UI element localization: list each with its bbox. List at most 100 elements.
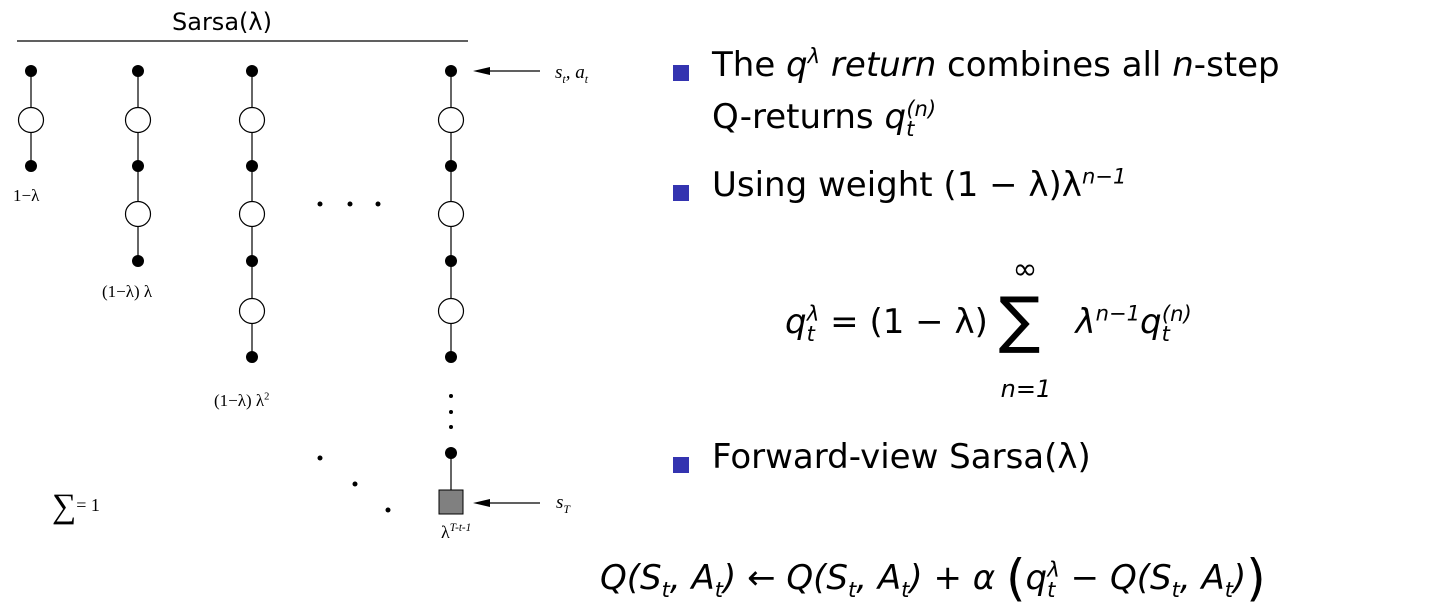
text: Q-returns — [712, 97, 885, 137]
sT-label: s — [556, 492, 564, 513]
diagonal-ellipsis-dot — [385, 507, 391, 513]
s-label: s — [555, 62, 563, 83]
weight-label-terminal: λT-t-1 — [441, 522, 471, 543]
n-sup: (n) — [906, 95, 937, 121]
sum-upper: ∞ — [1012, 252, 1038, 287]
bullet-1-line-1: The qλ return combines all n-step — [712, 45, 1280, 85]
t-sub: t — [806, 320, 815, 346]
text: ) — [1232, 558, 1247, 598]
action-node — [246, 351, 258, 363]
state-node — [238, 297, 266, 325]
text: − Q(S — [1059, 558, 1172, 598]
vertical-ellipsis-dot — [449, 425, 453, 429]
sum-lower: n=1 — [1000, 375, 1052, 403]
q-symbol: q — [1140, 302, 1162, 342]
text: Using weight (1 − λ)λ — [712, 165, 1082, 205]
bullet-marker-3 — [673, 457, 689, 473]
action-node — [445, 65, 457, 77]
text: -step — [1193, 45, 1280, 85]
big-paren-open: ( — [1006, 549, 1026, 607]
lambda: λ — [1075, 302, 1096, 342]
q-symbol: q — [785, 302, 807, 342]
state-node — [124, 200, 152, 228]
text: , A — [856, 558, 902, 598]
weight-label-1: 1−λ — [13, 186, 40, 205]
lambda-sup: λ — [806, 300, 820, 326]
t-sub: t — [1161, 320, 1170, 346]
terminal-state-box — [438, 489, 464, 515]
bullet-marker-1 — [673, 65, 689, 81]
sum-equals-one: ∑= 1 — [52, 488, 100, 526]
weight-label-terminal-exp: T-t-1 — [449, 522, 472, 534]
state-node — [238, 106, 266, 134]
lambda-return-formula: qtλ = (1 − λ) ∞ ∑ n=1 λn−1qt(n) — [785, 255, 1192, 402]
bullet-1-line-2: Q-returns qt(n) — [712, 97, 936, 139]
exponent: n−1 — [1081, 163, 1127, 189]
action-node — [445, 351, 457, 363]
q-symbol: q — [786, 45, 808, 85]
diagonal-ellipsis-dot — [317, 455, 323, 461]
ellipsis-dot — [375, 201, 381, 207]
state-node — [437, 106, 465, 134]
text: The — [712, 45, 787, 85]
action-node — [445, 255, 457, 267]
n-sup: (n) — [1161, 300, 1192, 326]
action-node — [25, 65, 37, 77]
a-label: a — [575, 62, 585, 83]
weight-label-terminal-base: λ — [441, 522, 450, 542]
state-node — [17, 106, 45, 134]
lambda-sup: λ — [807, 43, 821, 69]
weight-label-3-base: (1−λ) λ — [214, 391, 265, 410]
sub: t — [848, 576, 857, 602]
t-sub: t — [906, 115, 915, 141]
q-symbol: q — [884, 97, 907, 137]
sub: t — [1171, 576, 1180, 602]
arrow-head-icon — [473, 499, 490, 507]
action-node — [246, 160, 258, 172]
diagonal-ellipsis-dot — [352, 481, 358, 487]
lambda-sup: λ — [1047, 556, 1060, 582]
q-symbol: q — [1025, 558, 1048, 598]
action-node — [445, 160, 457, 172]
text: Q(S — [600, 558, 662, 598]
action-node — [25, 160, 37, 172]
weight-label-3-exp: 2 — [264, 391, 270, 403]
action-node — [132, 65, 144, 77]
action-node — [132, 255, 144, 267]
summation: ∞ ∑ n=1 — [999, 255, 1065, 402]
sum-value: = 1 — [76, 495, 100, 515]
start-state-action-label: st, at — [555, 62, 588, 86]
bullet-3: Forward-view Sarsa(λ) — [712, 437, 1091, 477]
sub: t — [901, 576, 910, 602]
text: combines all — [936, 45, 1173, 85]
action-node — [445, 447, 457, 459]
action-node — [246, 65, 258, 77]
text: = (1 − λ) — [819, 302, 988, 342]
state-node — [124, 106, 152, 134]
big-paren-close: ) — [1246, 549, 1266, 607]
arrow-head-icon — [473, 67, 490, 75]
vertical-ellipsis-dot — [449, 410, 453, 414]
ellipsis-dot — [317, 201, 323, 207]
action-node — [132, 160, 144, 172]
sub: t — [1224, 576, 1233, 602]
n-symbol: n — [1172, 45, 1194, 85]
text: , A — [1179, 558, 1225, 598]
sum-symbol: ∑ — [52, 488, 77, 525]
weight-label-3: (1−λ) λ2 — [214, 391, 269, 411]
return-term: return — [820, 45, 937, 85]
terminal-state-label: sT — [556, 492, 570, 515]
text: , A — [669, 558, 715, 598]
exponent: n−1 — [1095, 300, 1141, 326]
diagram-title: Sarsa(λ) — [172, 8, 272, 36]
backup-diagram-graphics — [17, 40, 540, 515]
ellipsis-dot — [347, 201, 353, 207]
a-sub: t — [584, 72, 588, 86]
state-node — [437, 297, 465, 325]
vertical-ellipsis-dot — [449, 394, 453, 398]
sub: t — [1047, 576, 1056, 602]
sub: t — [661, 576, 670, 602]
sum-symbol: ∑ — [998, 283, 1041, 356]
state-node — [238, 200, 266, 228]
state-node — [437, 200, 465, 228]
